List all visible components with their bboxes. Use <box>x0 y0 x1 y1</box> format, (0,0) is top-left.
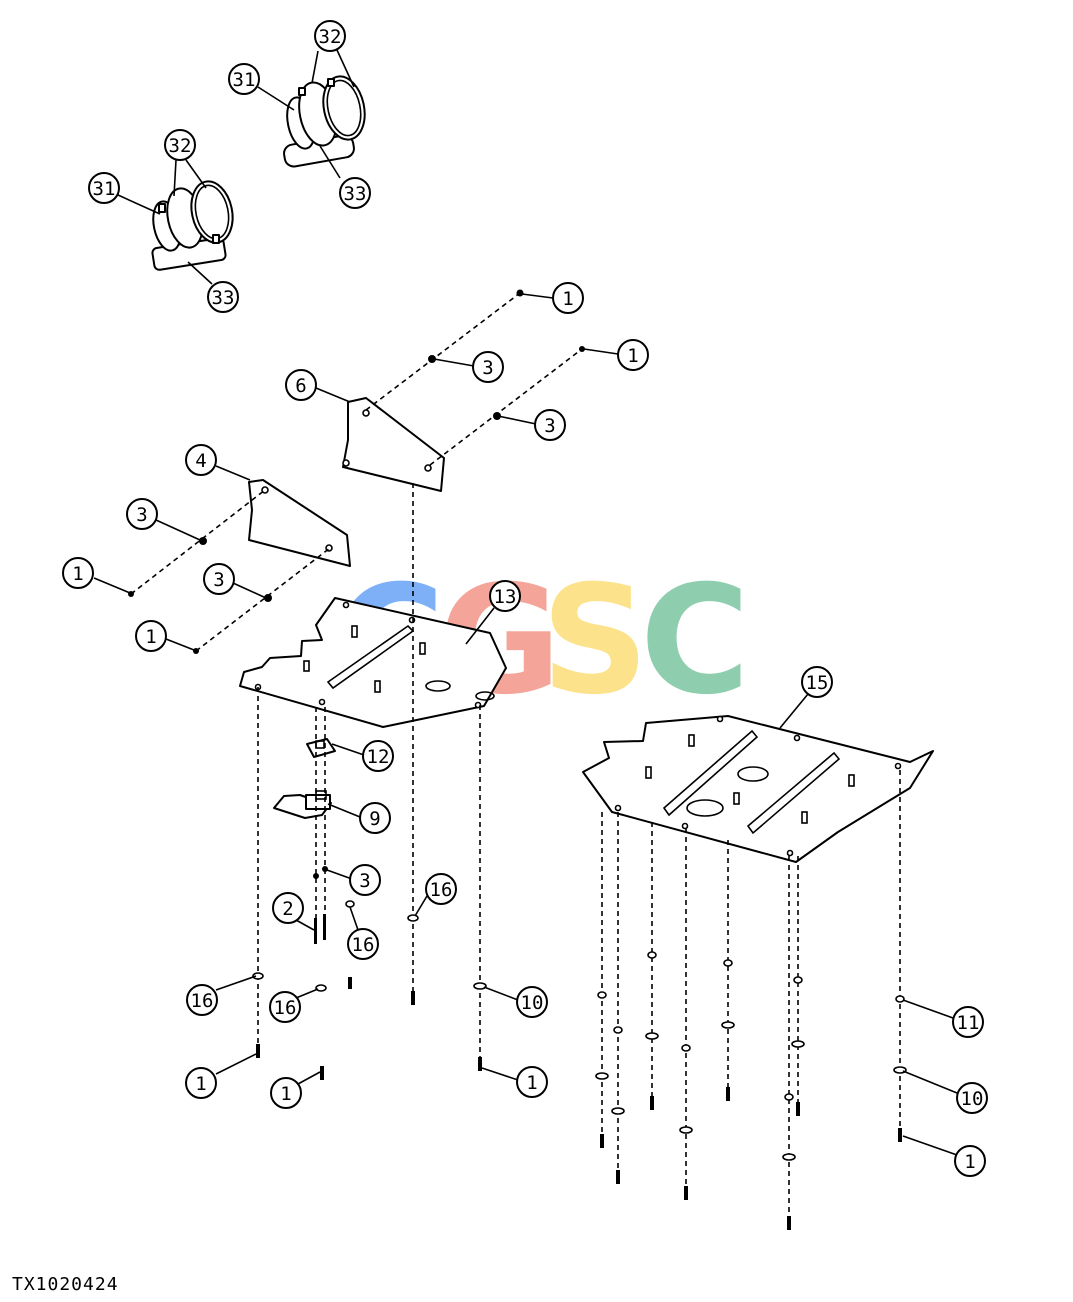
leader-lines <box>93 49 958 1156</box>
callout-16-b: 16 <box>347 928 379 960</box>
callout-12: 12 <box>362 740 394 772</box>
svg-text:32: 32 <box>319 26 342 48</box>
callout-4: 4 <box>185 444 217 476</box>
svg-text:3: 3 <box>482 357 493 379</box>
callout-1-b: 1 <box>617 339 649 371</box>
svg-text:13: 13 <box>494 586 517 608</box>
callout-1-e: 1 <box>185 1067 217 1099</box>
clamp-assembly-upper <box>283 75 366 168</box>
svg-text:1: 1 <box>72 563 83 585</box>
callout-1-g: 1 <box>516 1066 548 1098</box>
callout-3-e: 3 <box>349 864 381 896</box>
svg-text:1: 1 <box>964 1151 975 1173</box>
callout-13: 13 <box>489 580 521 612</box>
svg-text:16: 16 <box>191 990 214 1012</box>
callout-15: 15 <box>801 666 833 698</box>
svg-text:3: 3 <box>213 569 224 591</box>
watermark: C G S C <box>335 554 750 728</box>
svg-text:1: 1 <box>280 1083 291 1105</box>
clamp-assembly-lower <box>151 180 234 271</box>
callout-32-lower: 32 <box>164 129 196 161</box>
svg-text:6: 6 <box>295 375 306 397</box>
svg-text:31: 31 <box>93 178 116 200</box>
svg-text:1: 1 <box>562 288 573 310</box>
callout-3-a: 3 <box>472 351 504 383</box>
svg-text:16: 16 <box>274 997 297 1019</box>
callout-3-b: 3 <box>534 409 566 441</box>
callout-3-c: 3 <box>126 498 158 530</box>
callout-32-upper: 32 <box>314 20 346 52</box>
callout-16-d: 16 <box>269 991 301 1023</box>
part-12 <box>306 738 336 758</box>
callout-1-c: 1 <box>62 557 94 589</box>
svg-text:3: 3 <box>136 504 147 526</box>
bracket-4 <box>248 479 351 567</box>
svg-text:1: 1 <box>145 626 156 648</box>
callout-11: 11 <box>952 1006 984 1038</box>
svg-text:32: 32 <box>169 135 192 157</box>
callout-33-lower: 33 <box>207 281 239 313</box>
svg-text:1: 1 <box>627 345 638 367</box>
callout-1-h: 1 <box>954 1145 986 1177</box>
svg-text:33: 33 <box>212 287 235 309</box>
svg-text:3: 3 <box>544 415 555 437</box>
bracket-6 <box>342 397 445 492</box>
svg-text:1: 1 <box>195 1073 206 1095</box>
callout-1-f: 1 <box>270 1077 302 1109</box>
callout-10-a: 10 <box>516 986 548 1018</box>
watermark-letter-4: C <box>640 554 750 728</box>
svg-text:15: 15 <box>806 672 829 694</box>
svg-text:16: 16 <box>352 934 375 956</box>
callout-10-b: 10 <box>956 1082 988 1114</box>
drawing-code: TX1020424 <box>12 1274 119 1295</box>
callout-16-a: 16 <box>425 873 457 905</box>
svg-text:3: 3 <box>359 870 370 892</box>
callout-3-d: 3 <box>203 563 235 595</box>
callout-9: 9 <box>359 802 391 834</box>
svg-text:2: 2 <box>282 898 293 920</box>
callout-6: 6 <box>285 369 317 401</box>
svg-text:31: 31 <box>233 69 256 91</box>
callout-1-a: 1 <box>552 282 584 314</box>
svg-text:16: 16 <box>430 879 453 901</box>
watermark-letter-3: S <box>541 554 649 728</box>
callout-16-c: 16 <box>186 984 218 1016</box>
svg-text:12: 12 <box>367 746 390 768</box>
svg-text:4: 4 <box>195 450 206 472</box>
callout-2: 2 <box>272 892 304 924</box>
callout-31-upper: 31 <box>228 63 260 95</box>
callout-31-lower: 31 <box>88 172 120 204</box>
callout-1-d: 1 <box>135 620 167 652</box>
assembly-lines <box>130 292 901 1226</box>
svg-text:11: 11 <box>957 1012 980 1034</box>
part-9 <box>273 790 332 819</box>
svg-text:10: 10 <box>961 1088 984 1110</box>
plate-15 <box>582 715 934 863</box>
svg-text:10: 10 <box>521 992 544 1014</box>
svg-text:33: 33 <box>344 183 367 205</box>
callout-33-upper: 33 <box>339 177 371 209</box>
callouts: 32 31 33 32 31 33 1 1 3 3 6 4 3 1 3 1 13… <box>62 20 988 1177</box>
svg-text:1: 1 <box>526 1072 537 1094</box>
svg-text:9: 9 <box>369 808 380 830</box>
